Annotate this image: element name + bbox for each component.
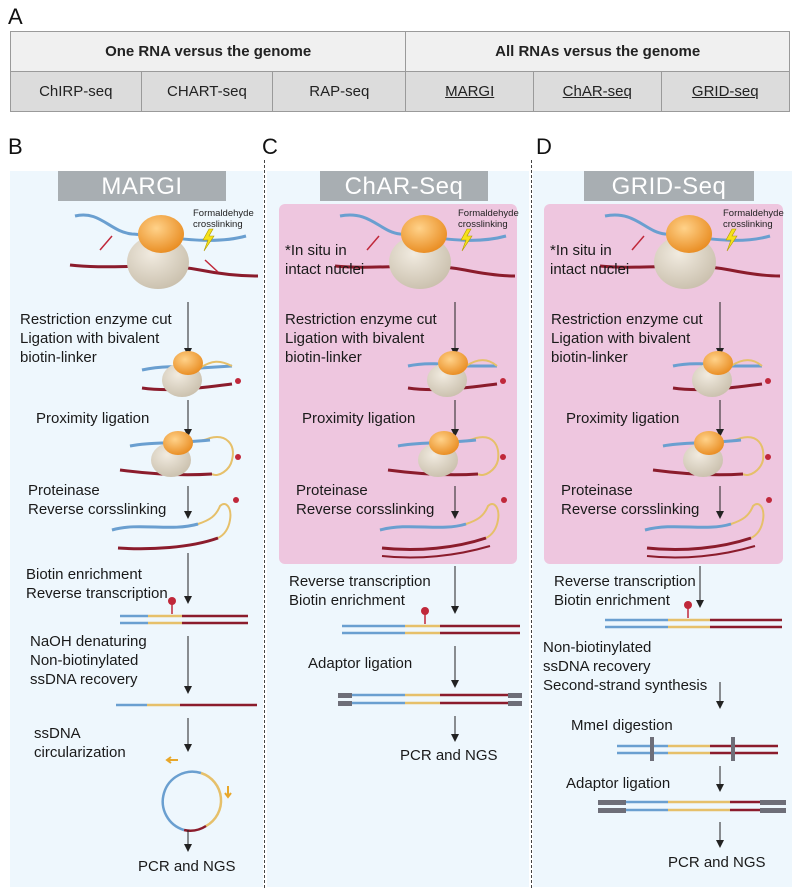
margi-step-ligation: Ligation with bivalent xyxy=(20,330,160,347)
charseq-crosslink-label-1: Formaldehyde xyxy=(458,208,519,219)
charseq-step-pcr-ngs: PCR and NGS xyxy=(400,747,498,764)
margi-step-ssdna: ssDNA xyxy=(34,725,81,742)
gridseq-step-second-strand: Second-strand synthesis xyxy=(543,677,708,694)
method-chart-seq: CHART-seq xyxy=(140,71,274,112)
charseq-step-biotin-linker: biotin-linker xyxy=(285,349,362,366)
charseq-title: ChAR-Seq xyxy=(320,171,488,201)
method-charseq-label: ChAR-seq xyxy=(562,83,632,100)
gridseq-step-ssdna-recovery: ssDNA recovery xyxy=(543,658,651,675)
gridseq-step-non-biotinylated: Non-biotinylated xyxy=(543,639,652,656)
gridseq-step-reverse-transcription: Reverse transcription xyxy=(554,573,696,590)
method-margi-label: MARGI xyxy=(445,83,495,100)
margi-crosslink-label-1: Formaldehyde xyxy=(193,208,254,219)
gridseq-step-adaptor-ligation: Adaptor ligation xyxy=(566,775,671,792)
charseq-step-reverse-crosslink: Reverse corsslinking xyxy=(296,501,435,518)
margi-column xyxy=(10,171,263,887)
charseq-crosslink-label-2: crosslinking xyxy=(458,219,508,230)
charseq-step-restriction: Restriction enzyme cut xyxy=(285,311,437,328)
panel-label-d: D xyxy=(536,134,552,159)
gridseq-insitu-label-1: *In situ in xyxy=(550,242,612,259)
margi-step-proximity: Proximity ligation xyxy=(36,410,150,427)
gridseq-step-reverse-crosslink: Reverse corsslinking xyxy=(561,501,700,518)
gridseq-step-biotin-enrichment: Biotin enrichment xyxy=(554,592,670,609)
margi-step-reverse-crosslink: Reverse corsslinking xyxy=(28,501,167,518)
panel-label-a: A xyxy=(8,4,23,29)
method-comparison-table: One RNA versus the genome All RNAs versu… xyxy=(9,31,791,112)
column-divider-2 xyxy=(531,160,532,888)
gridseq-step-restriction: Restriction enzyme cut xyxy=(551,311,703,328)
charseq-step-biotin-enrichment: Biotin enrichment xyxy=(289,592,405,609)
gridseq-step-proximity: Proximity ligation xyxy=(566,410,680,427)
charseq-step-ligation: Ligation with bivalent xyxy=(285,330,425,347)
table-header-all-rnas: All RNAs versus the genome xyxy=(405,31,790,72)
method-margi-link[interactable]: MARGI xyxy=(405,71,534,112)
margi-step-non-biotinylated: Non-biotinylated xyxy=(30,652,139,669)
margi-step-circularization: circularization xyxy=(34,744,126,761)
margi-step-restriction: Restriction enzyme cut xyxy=(20,311,172,328)
gridseq-insitu-label-2: intact nuclei xyxy=(550,261,630,278)
margi-crosslink-label-2: crosslinking xyxy=(193,219,243,230)
panel-label-b: B xyxy=(8,134,23,159)
margi-title: MARGI xyxy=(58,171,226,201)
method-rap-seq: RAP-seq xyxy=(272,71,407,112)
method-chirp-seq: ChIRP-seq xyxy=(10,71,142,112)
charseq-step-adaptor-ligation: Adaptor ligation xyxy=(308,655,413,672)
margi-step-naoh: NaOH denaturing xyxy=(30,633,147,650)
gridseq-step-pcr-ngs: PCR and NGS xyxy=(668,854,766,871)
gridseq-step-mmei: MmeI digestion xyxy=(571,717,673,734)
gridseq-title: GRID-Seq xyxy=(584,171,754,201)
margi-step-proteinase: Proteinase xyxy=(28,482,100,499)
panel-label-c: C xyxy=(262,134,278,159)
margi-step-biotin-linker: biotin-linker xyxy=(20,349,97,366)
column-divider-1 xyxy=(264,160,265,888)
gridseq-step-biotin-linker: biotin-linker xyxy=(551,349,628,366)
charseq-insitu-label-1: *In situ in xyxy=(285,242,347,259)
gridseq-step-ligation: Ligation with bivalent xyxy=(551,330,691,347)
method-charseq-link[interactable]: ChAR-seq xyxy=(533,71,662,112)
gridseq-crosslink-label-2: crosslinking xyxy=(723,219,773,230)
charseq-step-reverse-transcription: Reverse transcription xyxy=(289,573,431,590)
method-gridseq-link[interactable]: GRID-seq xyxy=(660,71,791,112)
margi-step-pcr-ngs: PCR and NGS xyxy=(138,858,236,875)
gridseq-step-proteinase: Proteinase xyxy=(561,482,633,499)
charseq-step-proteinase: Proteinase xyxy=(296,482,368,499)
margi-step-ssdna-recovery: ssDNA recovery xyxy=(30,671,138,688)
table-header-one-rna: One RNA versus the genome xyxy=(9,31,407,72)
gridseq-crosslink-label-1: Formaldehyde xyxy=(723,208,784,219)
charseq-step-proximity: Proximity ligation xyxy=(302,410,416,427)
method-gridseq-label: GRID-seq xyxy=(691,83,759,100)
margi-step-reverse-transcription: Reverse transcription xyxy=(26,585,168,602)
margi-step-biotin-enrichment: Biotin enrichment xyxy=(26,566,142,583)
charseq-insitu-label-2: intact nuclei xyxy=(285,261,365,278)
